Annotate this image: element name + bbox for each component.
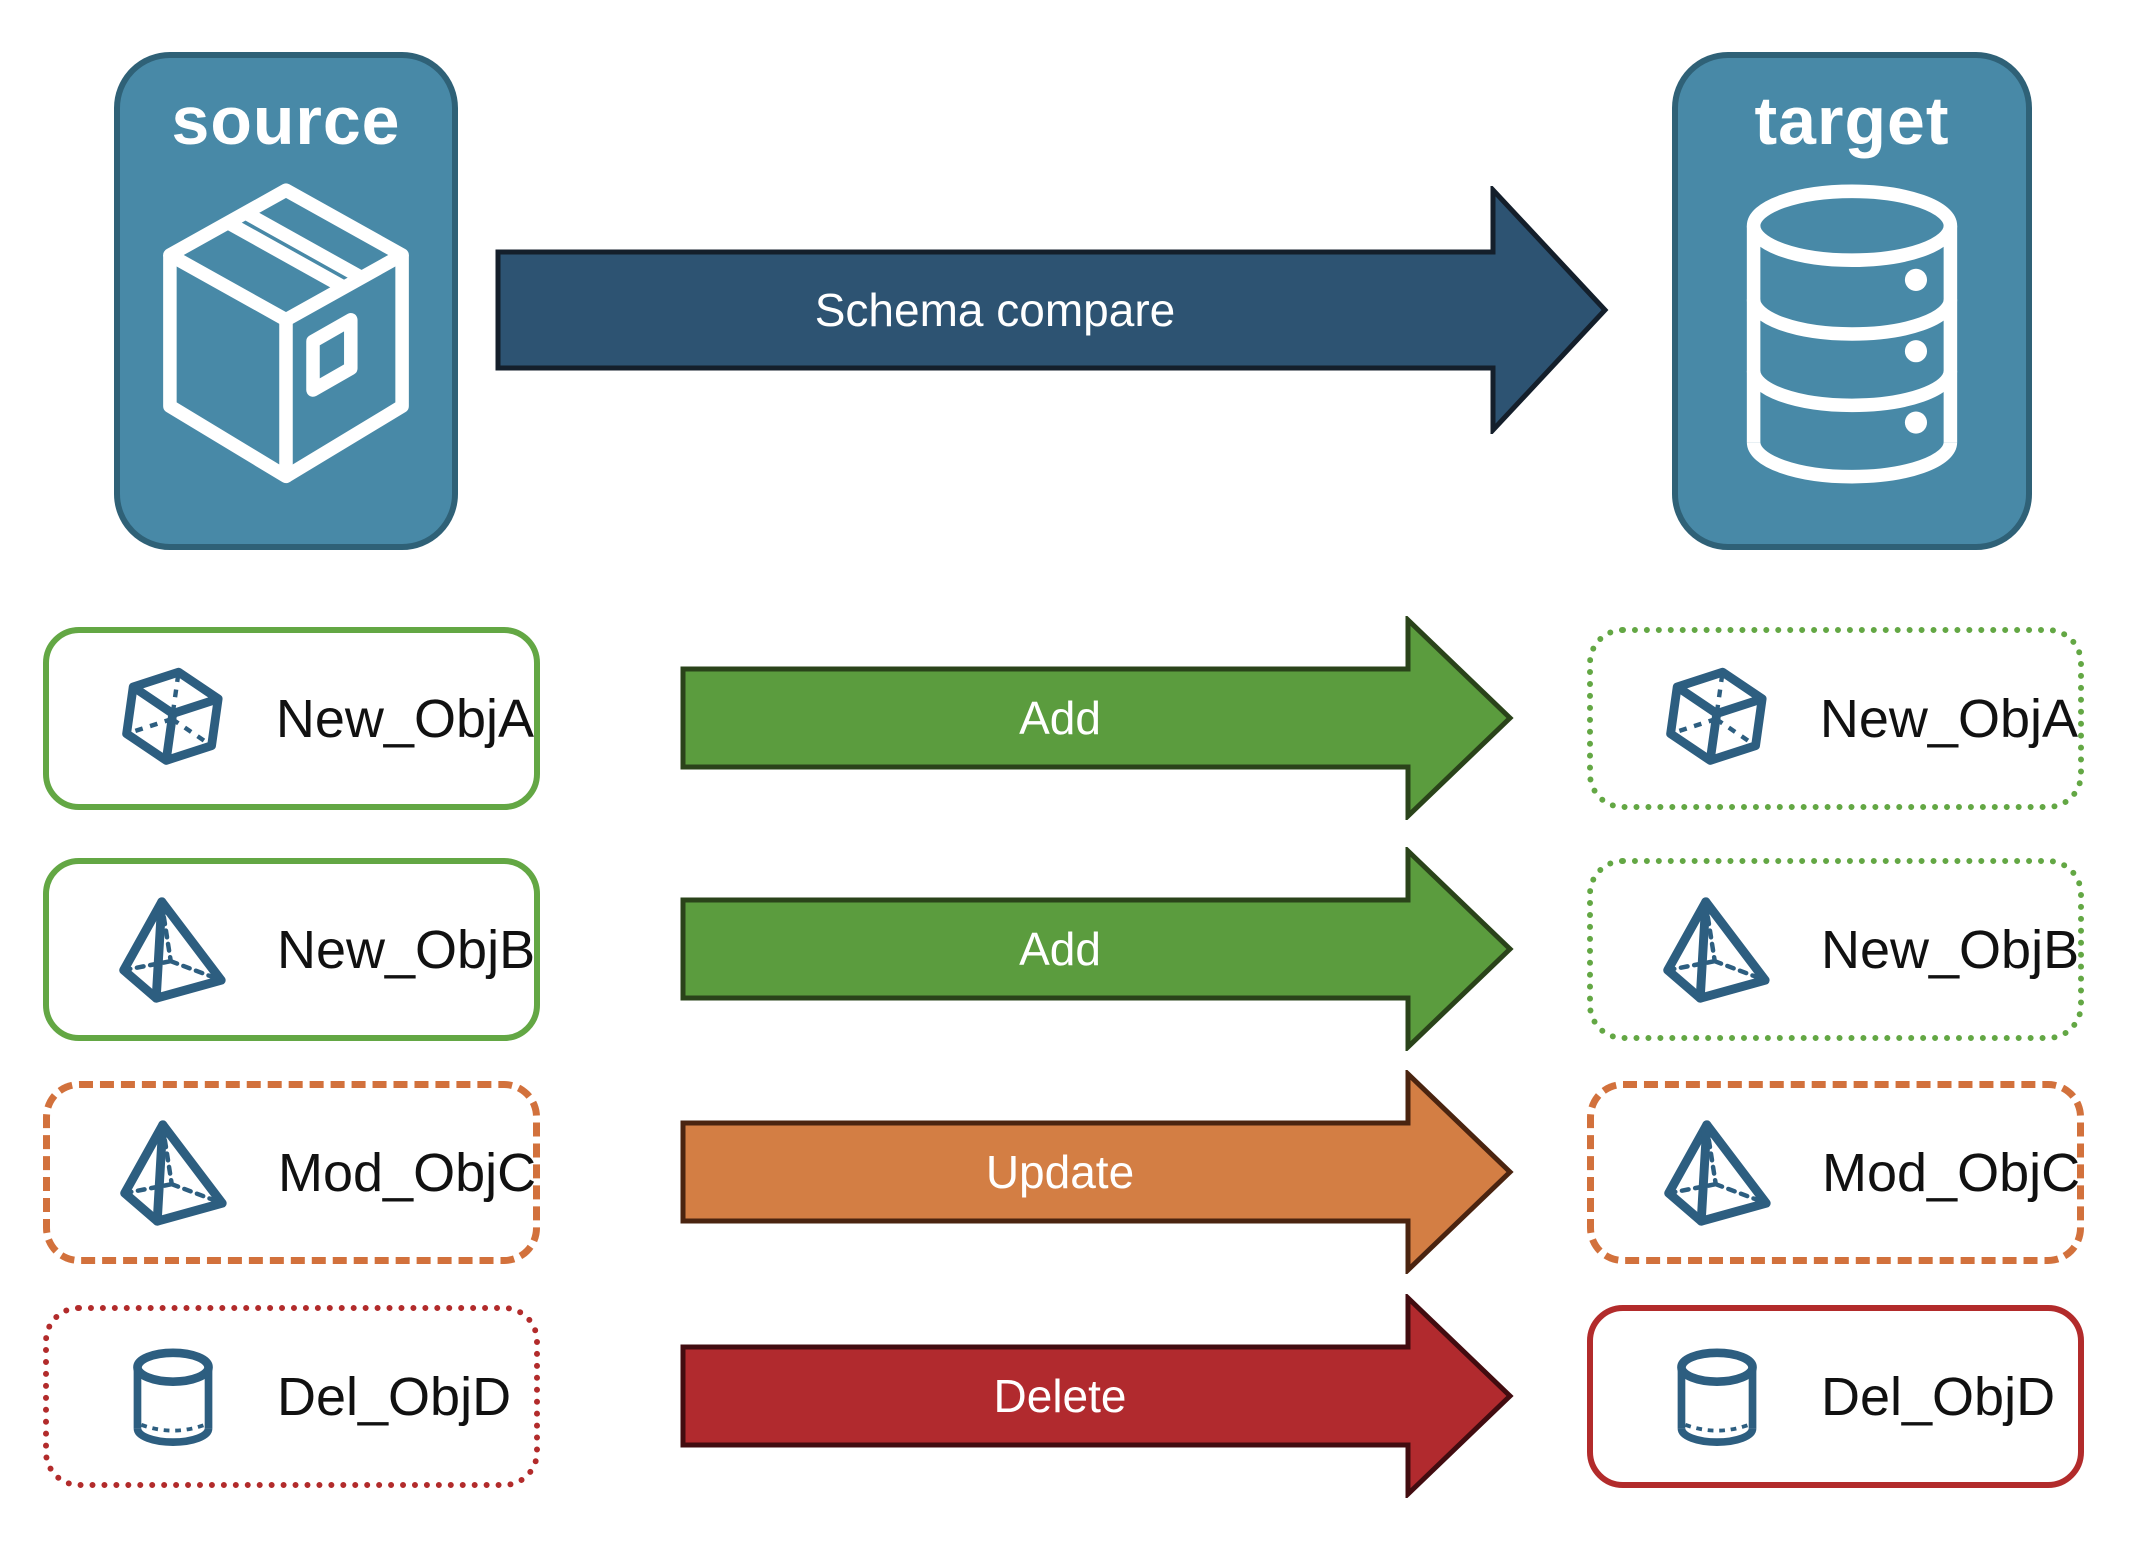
cylinder-icon [125,1344,221,1450]
delete-arrow-label: Delete [993,1370,1127,1422]
target-object-box-mod-objc: Mod_ObjC [1587,1081,2084,1264]
package-box-icon [151,174,421,498]
icon-slot [114,1110,234,1235]
schema-compare-arrow-shape [495,186,1609,434]
schema-compare-arrow [495,186,1609,434]
pyramid-icon [1657,894,1777,1006]
icon-slot [113,1334,233,1459]
object-name: Mod_ObjC [278,1142,537,1203]
pyramid-icon [113,894,233,1006]
source-object-box-new-objb: New_ObjB [43,858,540,1041]
object-name: Mod_ObjC [1822,1142,2081,1203]
source-panel: source [114,52,458,550]
add-arrow [680,616,1514,820]
object-name: New_ObjB [277,919,536,980]
icon-slot [1657,656,1776,781]
update-arrow-label: Update [985,1146,1135,1198]
object-name: New_ObjA [275,688,534,749]
icon-slot [113,887,233,1012]
icon-slot [1657,1334,1777,1459]
target-panel: target [1672,52,2032,550]
icon-slot [1658,1110,1778,1235]
object-name: Del_ObjD [1821,1366,2056,1427]
object-name: New_ObjB [1821,919,2080,980]
source-object-box-del-objd: Del_ObjD [43,1305,540,1488]
delete-arrow [680,1294,1514,1498]
source-panel-label: source [171,83,401,159]
target-object-box-new-objb: New_ObjB [1587,858,2084,1041]
target-object-box-del-objd: Del_ObjD [1587,1305,2084,1488]
add-arrow-shape [680,616,1514,820]
source-object-box-new-obja: New_ObjA [43,627,540,810]
object-name: Del_ObjD [277,1366,512,1427]
update-arrow-shape [680,1070,1514,1274]
target-panel-label: target [1754,83,1950,159]
object-name: New_ObjA [1819,688,2078,749]
schema-compare-arrow-label: Schema compare [814,284,1176,336]
update-arrow [680,1070,1514,1274]
pyramid-icon [114,1117,234,1229]
database-icon [1729,174,1975,494]
icon-slot [113,656,232,781]
add-arrow-label: Add [1019,923,1101,975]
target-object-box-new-obja: New_ObjA [1587,627,2084,810]
add-arrow-shape [680,847,1514,1051]
cube-icon [117,664,227,774]
icon-slot [1657,887,1777,1012]
cylinder-icon [1669,1344,1765,1450]
add-arrow-label: Add [1019,692,1101,744]
add-arrow [680,847,1514,1051]
source-object-box-mod-objc: Mod_ObjC [43,1081,540,1264]
delete-arrow-shape [680,1294,1514,1498]
pyramid-icon [1658,1117,1778,1229]
cube-icon [1661,664,1771,774]
